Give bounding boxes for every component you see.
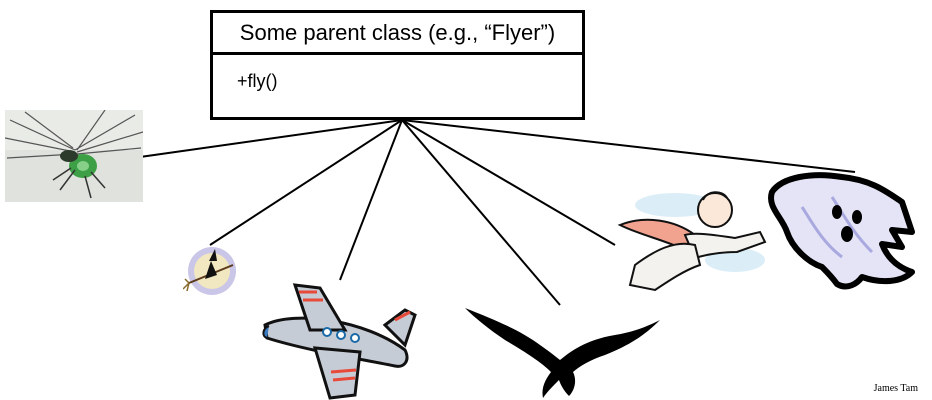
line-to-ghost xyxy=(401,119,856,173)
line-to-superhero xyxy=(401,119,616,246)
black-bird-icon xyxy=(465,308,660,398)
class-name: Some parent class (e.g., “Flyer”) xyxy=(213,13,582,55)
dragonfly-photo xyxy=(5,110,143,202)
class-method: +fly() xyxy=(237,71,278,91)
line-to-dragonfly xyxy=(139,119,403,158)
line-to-witch xyxy=(209,119,403,246)
line-to-bird xyxy=(401,119,561,306)
flying-superhero-icon xyxy=(617,191,767,292)
ghost-icon xyxy=(768,172,915,290)
author-credit: James Tam xyxy=(873,383,918,394)
airplane-icon xyxy=(262,283,417,400)
witch-on-broom-icon xyxy=(183,247,236,295)
uml-parent-class: Some parent class (e.g., “Flyer”) +fly() xyxy=(210,10,585,120)
line-to-airplane xyxy=(339,119,403,281)
